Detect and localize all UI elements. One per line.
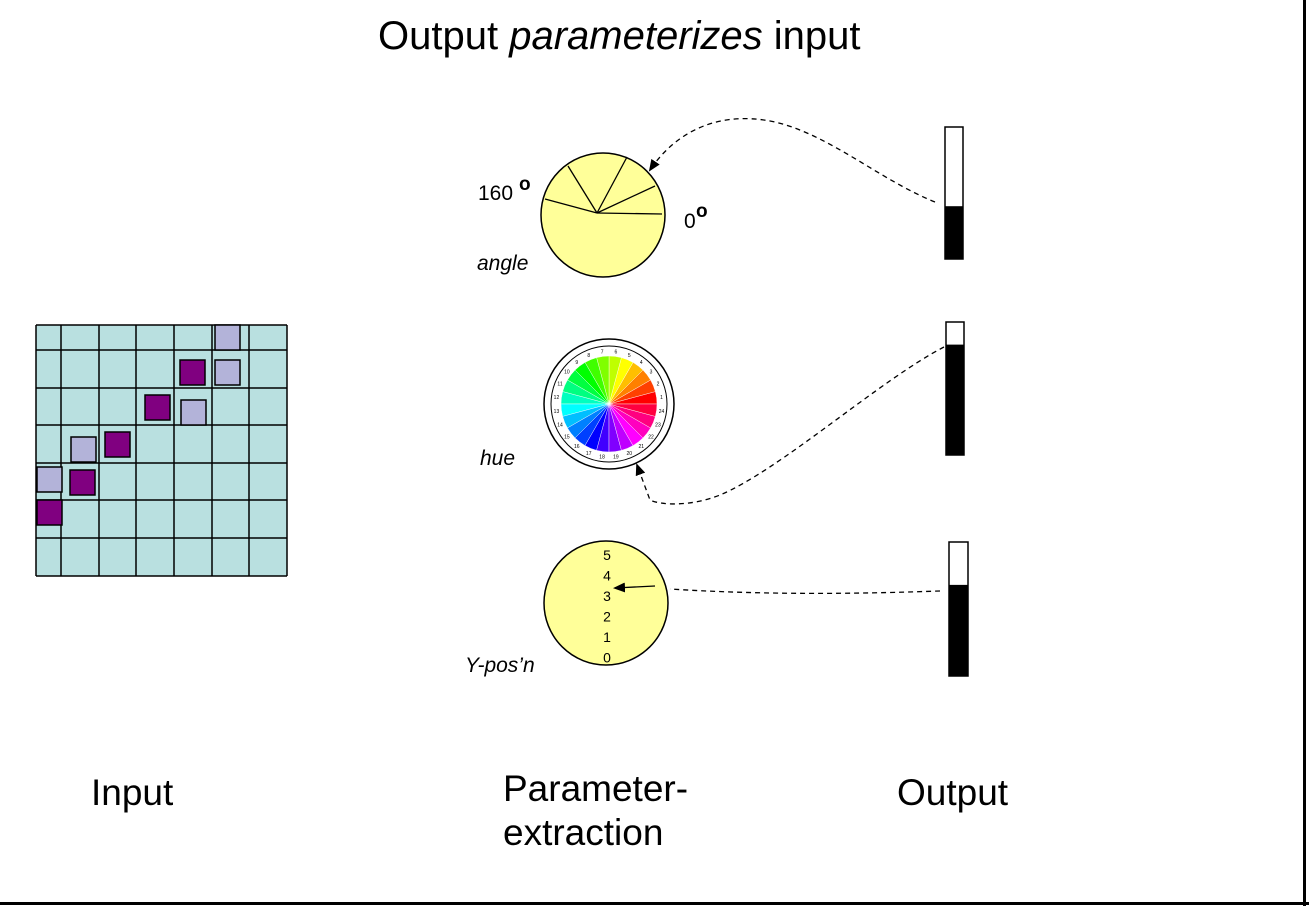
hue-label: hue [480, 447, 515, 470]
slide-border-right [1303, 0, 1306, 906]
angle-dial-face [540, 152, 666, 278]
hue-number: 17 [586, 451, 592, 457]
hue-number: 24 [659, 409, 665, 415]
hue-number: 6 [615, 349, 618, 355]
light-square [214, 359, 241, 386]
hue-number: 11 [557, 382, 562, 388]
dark-square [144, 394, 171, 421]
angle-ray-4 [544, 198, 598, 214]
ypos-meter-fill [949, 584, 968, 676]
ypos-scale-number: 0 [603, 650, 611, 666]
hue-number: 23 [655, 422, 661, 428]
ypos-connector-arrow [613, 582, 656, 593]
ypos-scale-number: 3 [603, 588, 611, 604]
slide-title: Output parameterizes input [378, 14, 861, 58]
angle-meter-fill [945, 206, 963, 259]
hue-number: 18 [599, 455, 605, 461]
angle-ray-3 [567, 165, 598, 214]
hue-number: 1 [660, 395, 663, 401]
light-square [180, 399, 207, 426]
ypos-dial: 5 4 3 2 1 0 Y-pos’n [465, 540, 669, 677]
hue-number: 20 [627, 451, 633, 457]
output-meters [944, 126, 969, 677]
angle-label: angle [477, 252, 528, 275]
ypos-scale-number: 5 [603, 547, 611, 563]
hue-number: 19 [613, 455, 619, 461]
angle-connector-arrow [648, 117, 936, 203]
hue-number: 21 [638, 444, 644, 450]
angle-max-label: 160 [478, 182, 513, 205]
dark-square [104, 431, 131, 458]
title-emphasis: parameterizes [509, 14, 763, 58]
angle-max-degree: o [519, 174, 531, 195]
hue-number: 15 [564, 434, 570, 440]
hue-wheel-ring [550, 345, 668, 463]
hue-number: 7 [601, 349, 604, 355]
hue-number: 9 [575, 360, 578, 366]
angle-ray-1 [596, 185, 656, 214]
ypos-connector-dashed [669, 588, 941, 595]
dark-square [69, 469, 96, 496]
hue-number: 3 [650, 370, 653, 376]
hue-connector-arrow [635, 346, 945, 505]
light-square [36, 466, 63, 493]
hue-meter-fill [946, 344, 964, 455]
angle-ray-0 [596, 212, 663, 215]
ypos-scale-number: 2 [603, 609, 611, 625]
dark-square [36, 499, 63, 526]
angle-ray-2 [596, 156, 628, 214]
output-label: Output [897, 772, 1009, 813]
ypos-scale: 5 4 3 2 1 0 [603, 547, 611, 666]
hue-number: 8 [587, 353, 590, 359]
ypos-dial-face [543, 540, 669, 666]
ypos-scale-number: 1 [603, 629, 611, 645]
hue-number: 16 [574, 444, 580, 450]
hue-number: 5 [628, 353, 631, 359]
hue-number: 12 [554, 395, 560, 401]
parameter-label-line1: Parameter- [503, 768, 689, 809]
light-square [214, 324, 241, 351]
hue-segments [560, 355, 658, 453]
angle-min-degree: o [696, 201, 708, 222]
dark-square [179, 359, 206, 386]
light-square [70, 436, 97, 463]
hue-number: 14 [557, 422, 563, 428]
ypos-scale-number: 4 [603, 568, 611, 584]
slide-border-bottom [0, 902, 1309, 905]
hue-segment [608, 403, 658, 417]
angle-min-label: 0 [684, 210, 696, 233]
hue-number: 10 [564, 370, 570, 376]
input-label: Input [91, 772, 174, 813]
ypos-label: Y-pos’n [465, 654, 535, 677]
input-grid [35, 324, 288, 577]
parameter-label-line2: extraction [503, 812, 664, 853]
hue-number: 2 [657, 382, 660, 388]
hue-number: 4 [640, 360, 643, 366]
hue-number: 13 [554, 409, 560, 415]
hue-number: 22 [648, 434, 654, 440]
angle-dial: 160 o 0 o angle [477, 152, 708, 278]
